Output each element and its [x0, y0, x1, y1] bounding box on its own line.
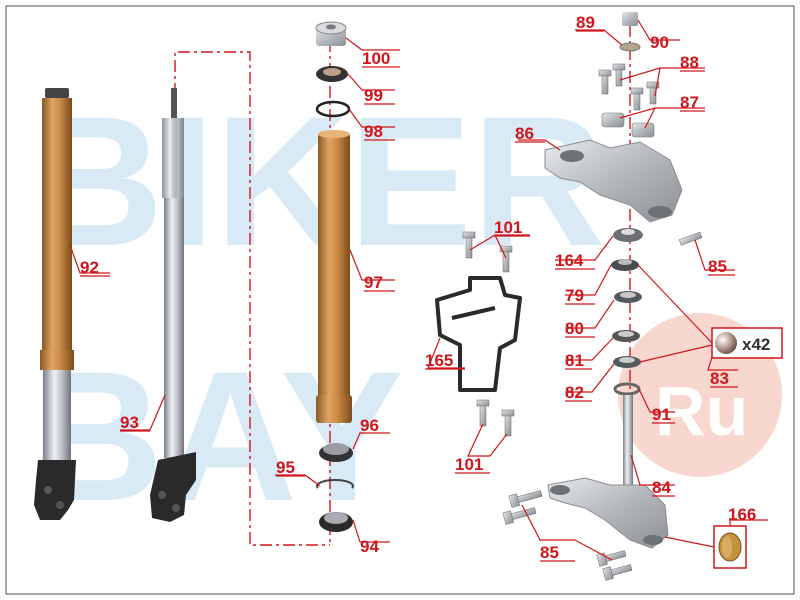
ball-qty: x42	[742, 335, 770, 354]
callout-101-bottom: 101	[455, 455, 483, 474]
callout-88: 88	[680, 53, 699, 72]
callout-81: 81	[565, 351, 584, 370]
bolts-88	[598, 63, 660, 111]
callout-79: 79	[565, 286, 584, 305]
callout-100: 100	[362, 49, 390, 68]
callout-89: 89	[576, 13, 595, 32]
ball-83: x42	[711, 327, 783, 359]
callouts: 100 99 98 97 96 95 94 92 93 89 90 88 87 …	[80, 13, 756, 562]
callout-98: 98	[364, 122, 383, 141]
callout-99: 99	[364, 86, 383, 105]
callout-164: 164	[555, 251, 584, 270]
washer-89	[619, 42, 641, 52]
callout-82: 82	[565, 383, 584, 402]
callout-90: 90	[650, 33, 669, 52]
steering-stem-84	[547, 395, 669, 549]
watermark: BIKER BAY Ru	[30, 79, 782, 540]
bearing-stack	[611, 228, 643, 396]
damper-assembly-93	[150, 88, 196, 522]
leader-lines	[69, 19, 768, 561]
callout-97: 97	[364, 273, 383, 292]
callout-84: 84	[652, 478, 671, 497]
bolts-101-top	[462, 231, 513, 273]
nut-99	[316, 66, 348, 82]
callout-101-top: 101	[494, 218, 522, 237]
bolts-101-bottom	[476, 399, 515, 437]
callout-86: 86	[515, 124, 534, 143]
watermark-badge: Ru	[655, 372, 748, 450]
callout-165: 165	[425, 351, 453, 370]
callout-96: 96	[360, 416, 379, 435]
oil-seal-94	[319, 512, 353, 532]
callout-166: 166	[728, 505, 756, 524]
top-cap-100	[315, 21, 347, 46]
stem-nut-90	[622, 12, 638, 26]
dust-seal-96	[319, 443, 353, 462]
fork-leg-92	[34, 88, 76, 520]
clip-95	[316, 479, 354, 489]
clamps-87	[601, 112, 655, 138]
callout-93: 93	[120, 413, 139, 432]
callout-underlines	[80, 30, 738, 562]
callout-85-top: 85	[708, 257, 727, 276]
callout-80: 80	[565, 319, 584, 338]
bolts-85-bottom	[502, 490, 633, 581]
callout-94: 94	[360, 537, 379, 556]
upper-triple-clamp-86	[544, 139, 683, 223]
bolt-85-top	[678, 231, 703, 246]
diagram-frame	[5, 5, 795, 595]
callout-83: 83	[710, 369, 729, 388]
callout-91: 91	[652, 405, 671, 424]
callout-85-bottom: 85	[540, 543, 559, 562]
callout-87: 87	[680, 93, 699, 112]
outer-tube-97	[316, 130, 352, 423]
bracket-165	[435, 276, 522, 392]
callout-92: 92	[80, 258, 99, 277]
cap-166	[713, 525, 747, 569]
callout-95: 95	[276, 458, 295, 477]
